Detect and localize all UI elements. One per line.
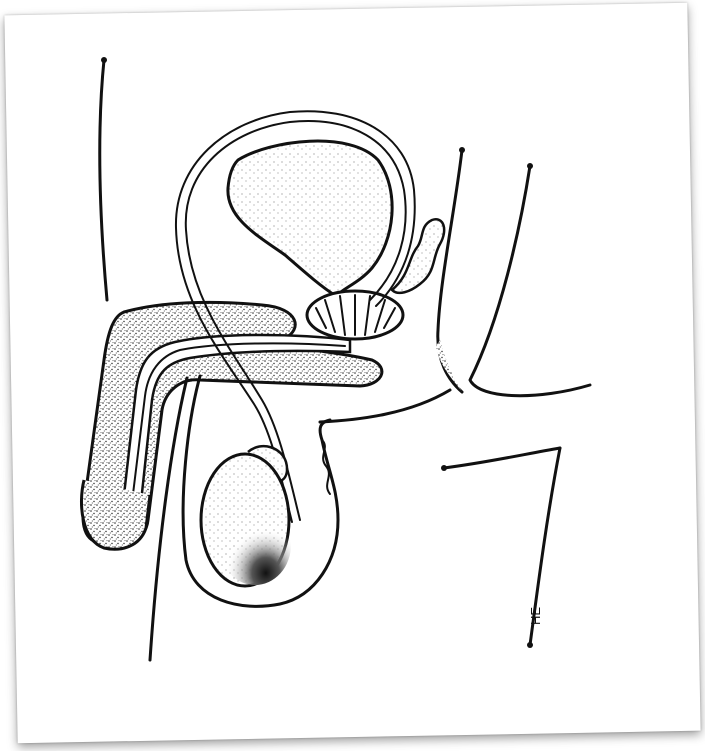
seminal-vesicle xyxy=(392,219,444,293)
bladder xyxy=(228,141,392,296)
abdomen-outline xyxy=(100,60,107,300)
buttock-outline xyxy=(470,166,590,396)
prostate xyxy=(307,291,403,339)
artist-signature: HE xyxy=(528,607,543,625)
thigh-back-line xyxy=(444,448,560,468)
perineum-line xyxy=(320,390,450,422)
outline-endpoint xyxy=(101,57,107,63)
testis xyxy=(201,454,291,586)
buttock-shading xyxy=(436,340,462,392)
